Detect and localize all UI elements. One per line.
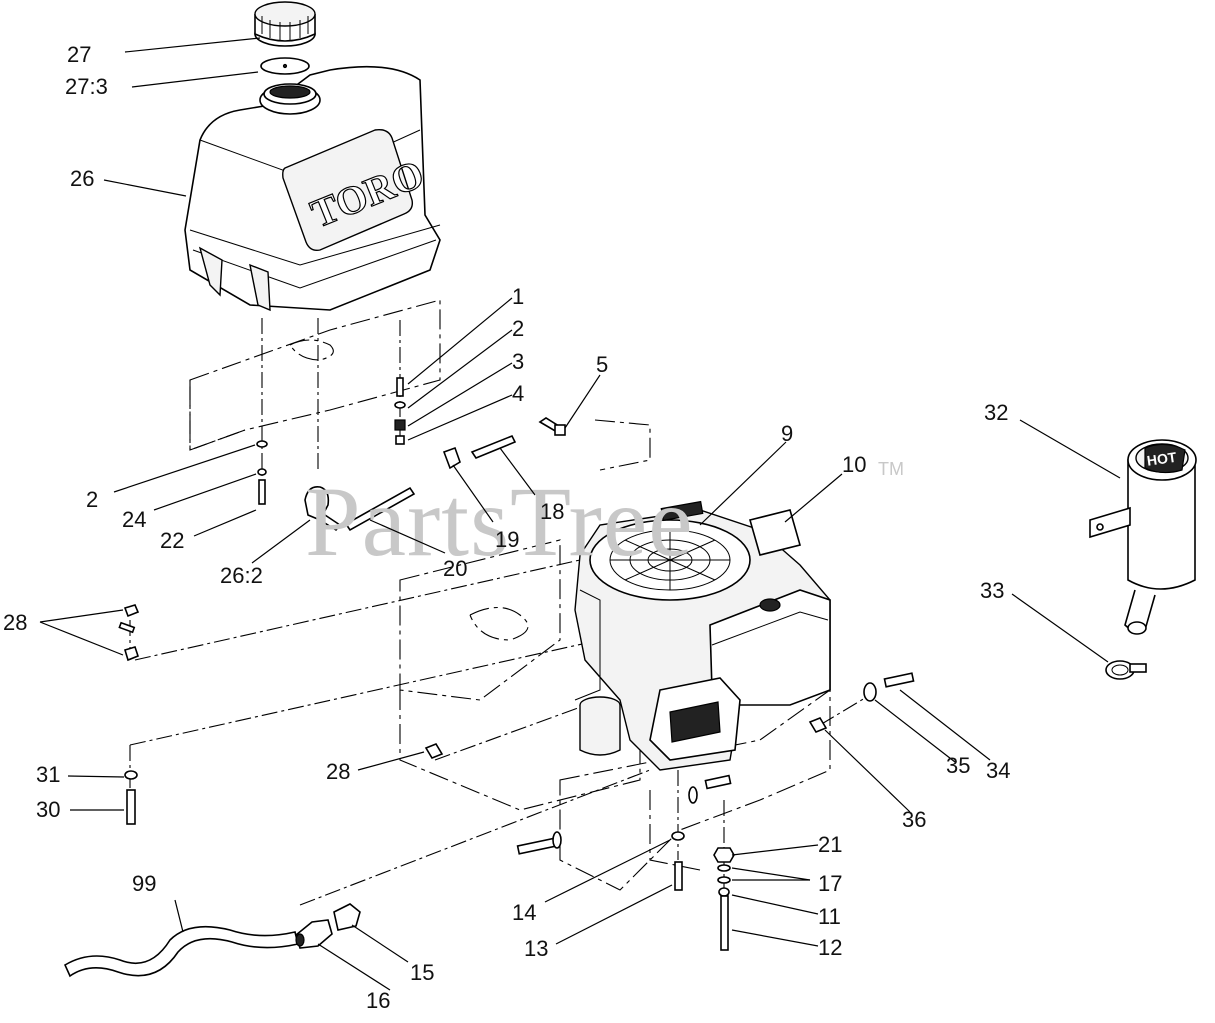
decal bbox=[749, 509, 801, 556]
callout-26: 26 bbox=[70, 166, 94, 191]
fuel-line-hardware bbox=[256, 377, 566, 532]
callout-19: 19 bbox=[495, 527, 519, 552]
callout-36: 36 bbox=[902, 807, 926, 832]
callout-99: 99 bbox=[132, 871, 156, 896]
callout-5: 5 bbox=[596, 352, 608, 377]
callout-2-lower: 2 bbox=[86, 487, 98, 512]
callout-27: 27 bbox=[67, 42, 91, 67]
callout-27-3: 27:3 bbox=[65, 74, 108, 99]
fuel-filter bbox=[295, 919, 333, 949]
callout-33: 33 bbox=[980, 578, 1004, 603]
callout-31: 31 bbox=[36, 762, 60, 787]
callout-28-left: 28 bbox=[3, 610, 27, 635]
callout-18: 18 bbox=[540, 499, 564, 524]
fuel-hose bbox=[63, 925, 299, 978]
chassis-frame-outline bbox=[189, 299, 831, 891]
callout-22: 22 bbox=[160, 528, 184, 553]
callout-17: 17 bbox=[818, 871, 842, 896]
callout-12: 12 bbox=[818, 935, 842, 960]
fuel-connector bbox=[333, 903, 361, 931]
callout-2-upper: 2 bbox=[512, 316, 524, 341]
callout-21: 21 bbox=[818, 832, 842, 857]
callout-14: 14 bbox=[512, 900, 536, 925]
callout-4: 4 bbox=[512, 381, 524, 406]
callout-34: 34 bbox=[986, 758, 1010, 783]
callout-11: 11 bbox=[818, 904, 841, 929]
fuel-tank: TORO bbox=[184, 65, 441, 312]
callout-15: 15 bbox=[410, 960, 434, 985]
fuel-cap-gasket bbox=[260, 57, 310, 75]
callout-9: 9 bbox=[781, 421, 793, 446]
fuel-cap bbox=[254, 1, 316, 47]
callout-13: 13 bbox=[524, 936, 548, 961]
callout-labels: 27 27:3 26 1 2 3 4 5 9 10 18 19 20 2 24 … bbox=[3, 42, 1010, 1013]
callout-28-center: 28 bbox=[326, 759, 350, 784]
callout-32: 32 bbox=[984, 400, 1008, 425]
callout-26-2: 26:2 bbox=[220, 563, 263, 588]
callout-1: 1 bbox=[512, 284, 524, 309]
callout-16: 16 bbox=[366, 988, 390, 1013]
callout-30: 30 bbox=[36, 797, 60, 822]
callout-35: 35 bbox=[946, 753, 970, 778]
callout-10: 10 bbox=[842, 452, 866, 477]
callout-20: 20 bbox=[443, 556, 467, 581]
callout-3: 3 bbox=[512, 349, 524, 374]
callout-24: 24 bbox=[122, 507, 146, 532]
muffler-clamp bbox=[1105, 660, 1147, 680]
engine-mount-hardware bbox=[118, 604, 915, 951]
engine bbox=[574, 500, 831, 771]
muffler: HOT bbox=[1089, 439, 1197, 635]
watermark-text: PartsTree bbox=[305, 466, 694, 577]
muffler-hot-label: HOT bbox=[1146, 449, 1178, 469]
leader-lines bbox=[39, 37, 1121, 991]
watermark-trademark: TM bbox=[878, 459, 904, 479]
